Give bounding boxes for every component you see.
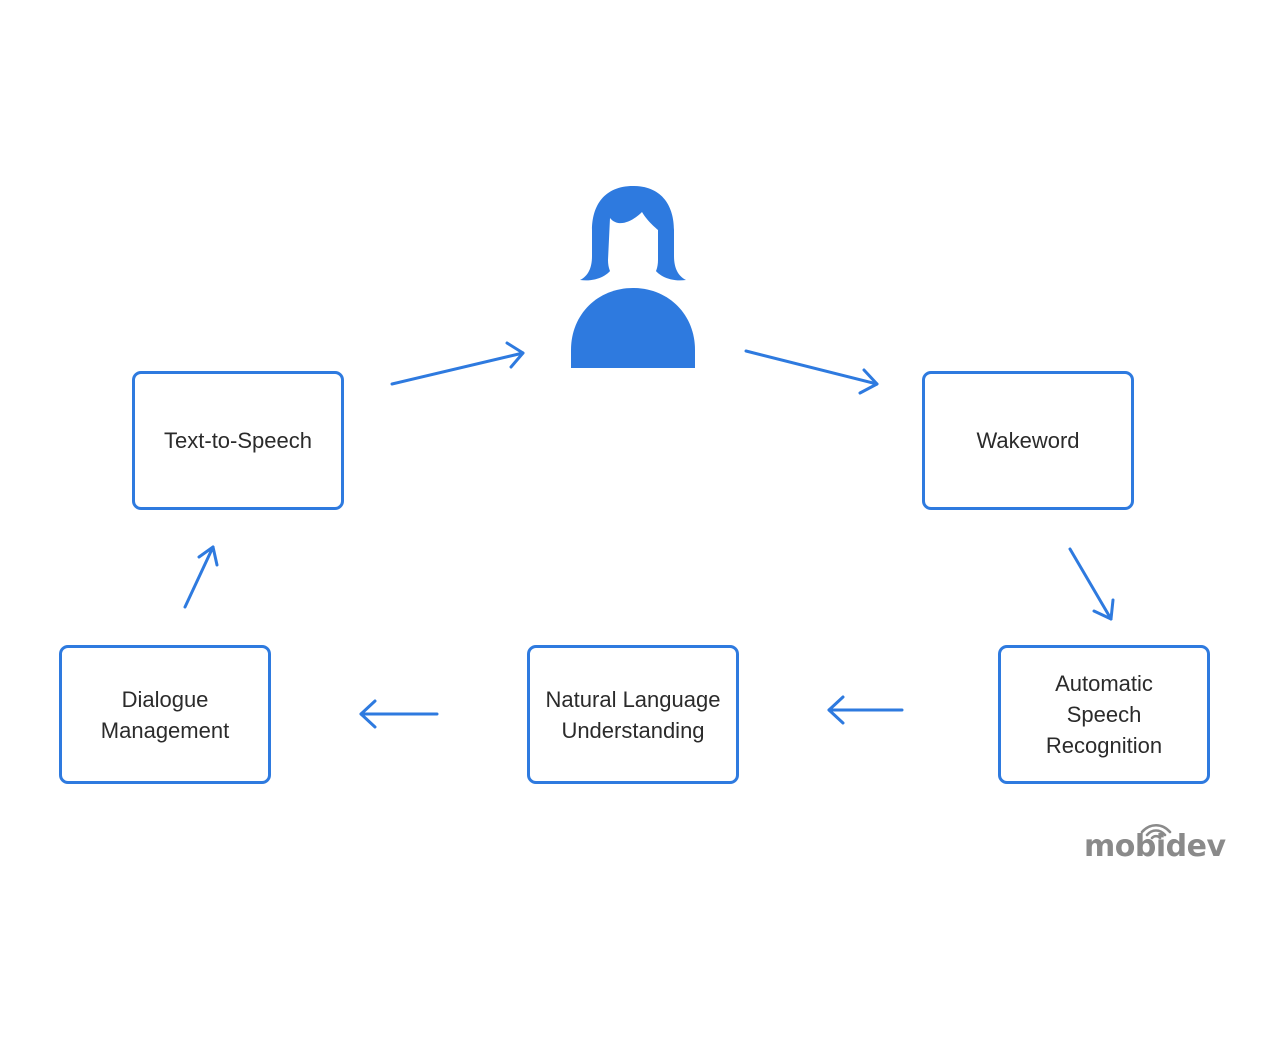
node-natural-language-understanding: Natural Language Understanding [527,645,739,784]
arrow-asr-to-nlu [827,695,904,725]
arrow-user-to-wakeword [744,349,879,395]
logo-wordmark: mobidev [1084,829,1226,864]
arrow-tts-to-user [390,341,525,386]
node-label-line: Management [100,717,230,743]
wifi-signal-icon [1140,823,1172,840]
node-label-line: Recognition [1045,733,1163,758]
node-label-line: Speech [1066,702,1142,727]
arrow-nlu-to-dm [359,699,439,729]
arrow-dm-to-tts [183,545,219,609]
node-automatic-speech-recognition: Automatic Speech Recognition [998,645,1210,784]
node-text-to-speech: Text-to-Speech [132,371,344,510]
node-label-line: Natural Language [545,686,721,712]
node-label-line: Automatic [1055,671,1153,696]
node-dialogue-management: Dialogue Management [59,645,271,784]
node-label-line: Dialogue [121,686,209,712]
mobidev-logo: mobidev [1082,820,1232,866]
node-wakeword: Wakeword [922,371,1134,510]
user-icon [571,186,695,368]
node-label-line: Understanding [561,717,705,743]
node-label: Text-to-Speech [164,428,312,453]
node-label: Wakeword [976,428,1080,453]
arrow-wakeword-to-asr [1068,547,1115,621]
